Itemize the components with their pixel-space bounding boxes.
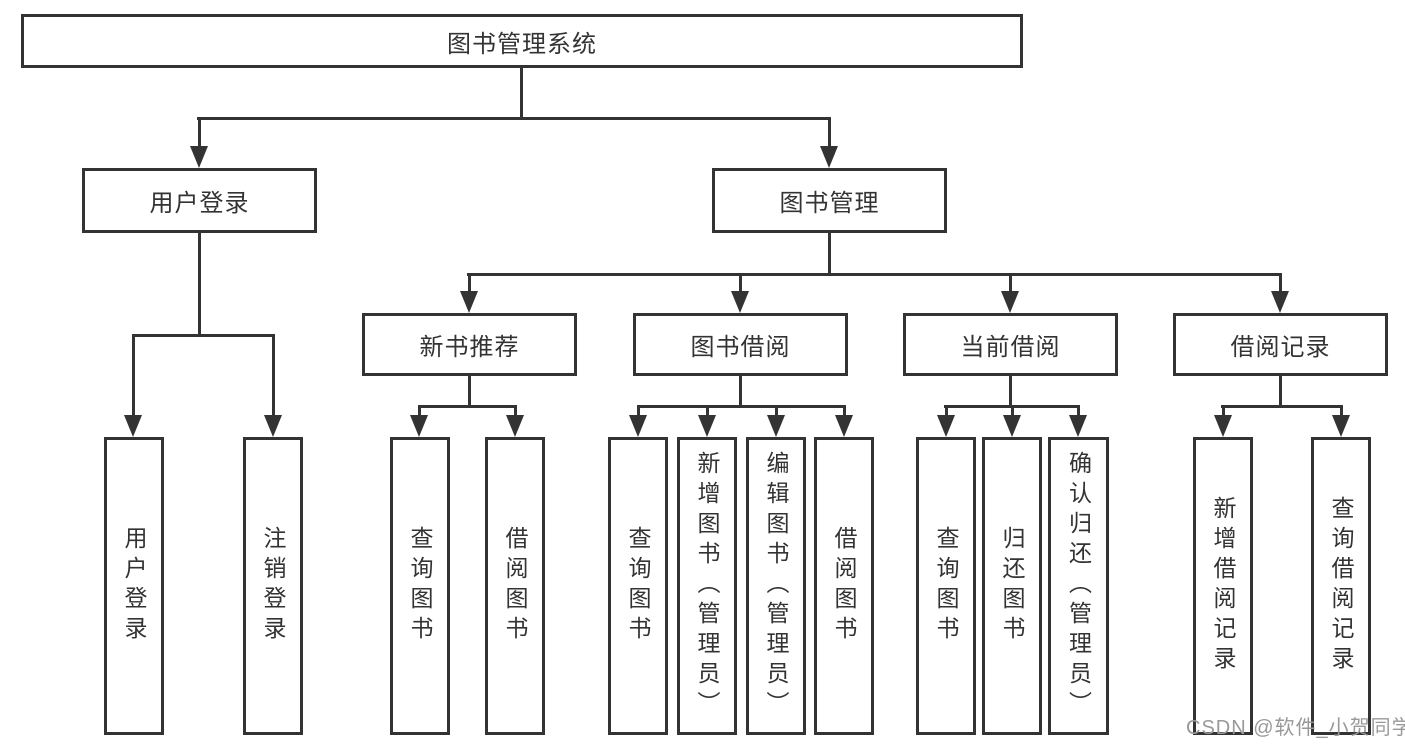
leaf-label: 编辑图书（管理员） [763, 451, 789, 721]
node-label: 用户登录 [149, 190, 250, 217]
leaf-label: 用户登录 [121, 526, 147, 646]
arrow-to-borrow-record [1271, 274, 1289, 313]
leaf-return-book: 归还图书 [982, 437, 1042, 735]
leaf-label: 新增借阅记录 [1210, 496, 1236, 676]
leaf-label: 借阅图书 [831, 526, 857, 646]
leaf-label: 查询图书 [625, 526, 651, 646]
arrow-to-leaf-user-login [124, 335, 142, 437]
leaf-query-book-2: 查询图书 [608, 437, 668, 735]
node-label: 新书推荐 [419, 334, 520, 361]
leaf-query-book-1: 查询图书 [390, 437, 450, 735]
connector-root-stem [520, 66, 523, 119]
node-borrow-record: 借阅记录 [1173, 313, 1388, 376]
leaf-label: 新增图书（管理员） [694, 451, 720, 721]
node-book-management: 图书管理 [712, 168, 947, 233]
arrow-to-leaf-logout [264, 335, 282, 437]
arrow-to-leaf-borrow-book-1 [506, 406, 524, 437]
leaf-label: 确认归还（管理员） [1065, 451, 1092, 721]
node-current-borrow: 当前借阅 [903, 313, 1118, 376]
connector-book-borrow-rail [637, 405, 846, 408]
leaf-label: 归还图书 [999, 526, 1025, 646]
leaf-label: 注销登录 [260, 526, 286, 646]
connector-borrow-record-stem [1279, 374, 1282, 407]
node-label: 借阅记录 [1230, 334, 1331, 361]
connector-user-login-stem [198, 231, 201, 336]
connector-root-rail [197, 117, 831, 120]
connector-new-book-stem [468, 374, 471, 407]
leaf-confirm-return-admin: 确认归还（管理员） [1048, 437, 1109, 735]
arrow-to-leaf-edit-book [767, 406, 785, 437]
arrow-to-leaf-confirm-return [1069, 406, 1087, 437]
arrow-to-current-borrow [1001, 274, 1019, 313]
arrow-to-leaf-borrow-book-2 [835, 406, 853, 437]
arrow-to-book-management [820, 118, 838, 168]
node-label: 图书管理 [779, 190, 880, 217]
node-library-management-system: 图书管理系统 [21, 14, 1023, 68]
leaf-query-borrow-record: 查询借阅记录 [1311, 437, 1371, 735]
leaf-label: 查询图书 [407, 526, 433, 646]
node-new-book-recommend: 新书推荐 [362, 313, 577, 376]
arrow-to-book-borrow [731, 274, 749, 313]
connector-book-management-rail [467, 273, 1282, 276]
connector-current-borrow-stem [1009, 374, 1012, 407]
leaf-user-login: 用户登录 [104, 437, 164, 735]
connector-book-borrow-stem [739, 374, 742, 407]
leaf-borrow-book-2: 借阅图书 [814, 437, 874, 735]
leaf-logout: 注销登录 [243, 437, 303, 735]
leaf-add-book-admin: 新增图书（管理员） [677, 437, 737, 735]
arrow-to-user-login [190, 118, 208, 168]
arrow-to-leaf-query-book-3 [937, 406, 955, 437]
arrow-to-leaf-query-record [1332, 406, 1350, 437]
leaf-edit-book-admin: 编辑图书（管理员） [746, 437, 806, 735]
arrow-to-leaf-add-book [698, 406, 716, 437]
arrow-to-leaf-add-record [1214, 406, 1232, 437]
arrow-to-leaf-query-book-2 [629, 406, 647, 437]
arrow-to-leaf-query-book-1 [410, 406, 428, 437]
leaf-query-book-3: 查询图书 [916, 437, 976, 735]
leaf-borrow-book-1: 借阅图书 [485, 437, 545, 735]
connector-user-login-rail [132, 334, 275, 337]
node-label: 图书借阅 [690, 334, 791, 361]
connector-book-management-stem [828, 231, 831, 275]
node-label: 图书管理系统 [447, 30, 597, 58]
leaf-label: 借阅图书 [502, 526, 528, 646]
arrow-to-new-book [460, 274, 478, 313]
connector-borrow-record-rail [1221, 405, 1343, 408]
leaf-label: 查询借阅记录 [1328, 496, 1354, 676]
leaf-label: 查询图书 [933, 526, 959, 646]
arrow-to-leaf-return-book [1003, 406, 1021, 437]
connector-new-book-rail [418, 405, 517, 408]
node-label: 当前借阅 [960, 334, 1061, 361]
leaf-add-borrow-record: 新增借阅记录 [1193, 437, 1253, 735]
node-book-borrow: 图书借阅 [633, 313, 848, 376]
node-user-login: 用户登录 [82, 168, 317, 233]
csdn-watermark: CSDN @软件_小贺同学 [1186, 717, 1405, 739]
